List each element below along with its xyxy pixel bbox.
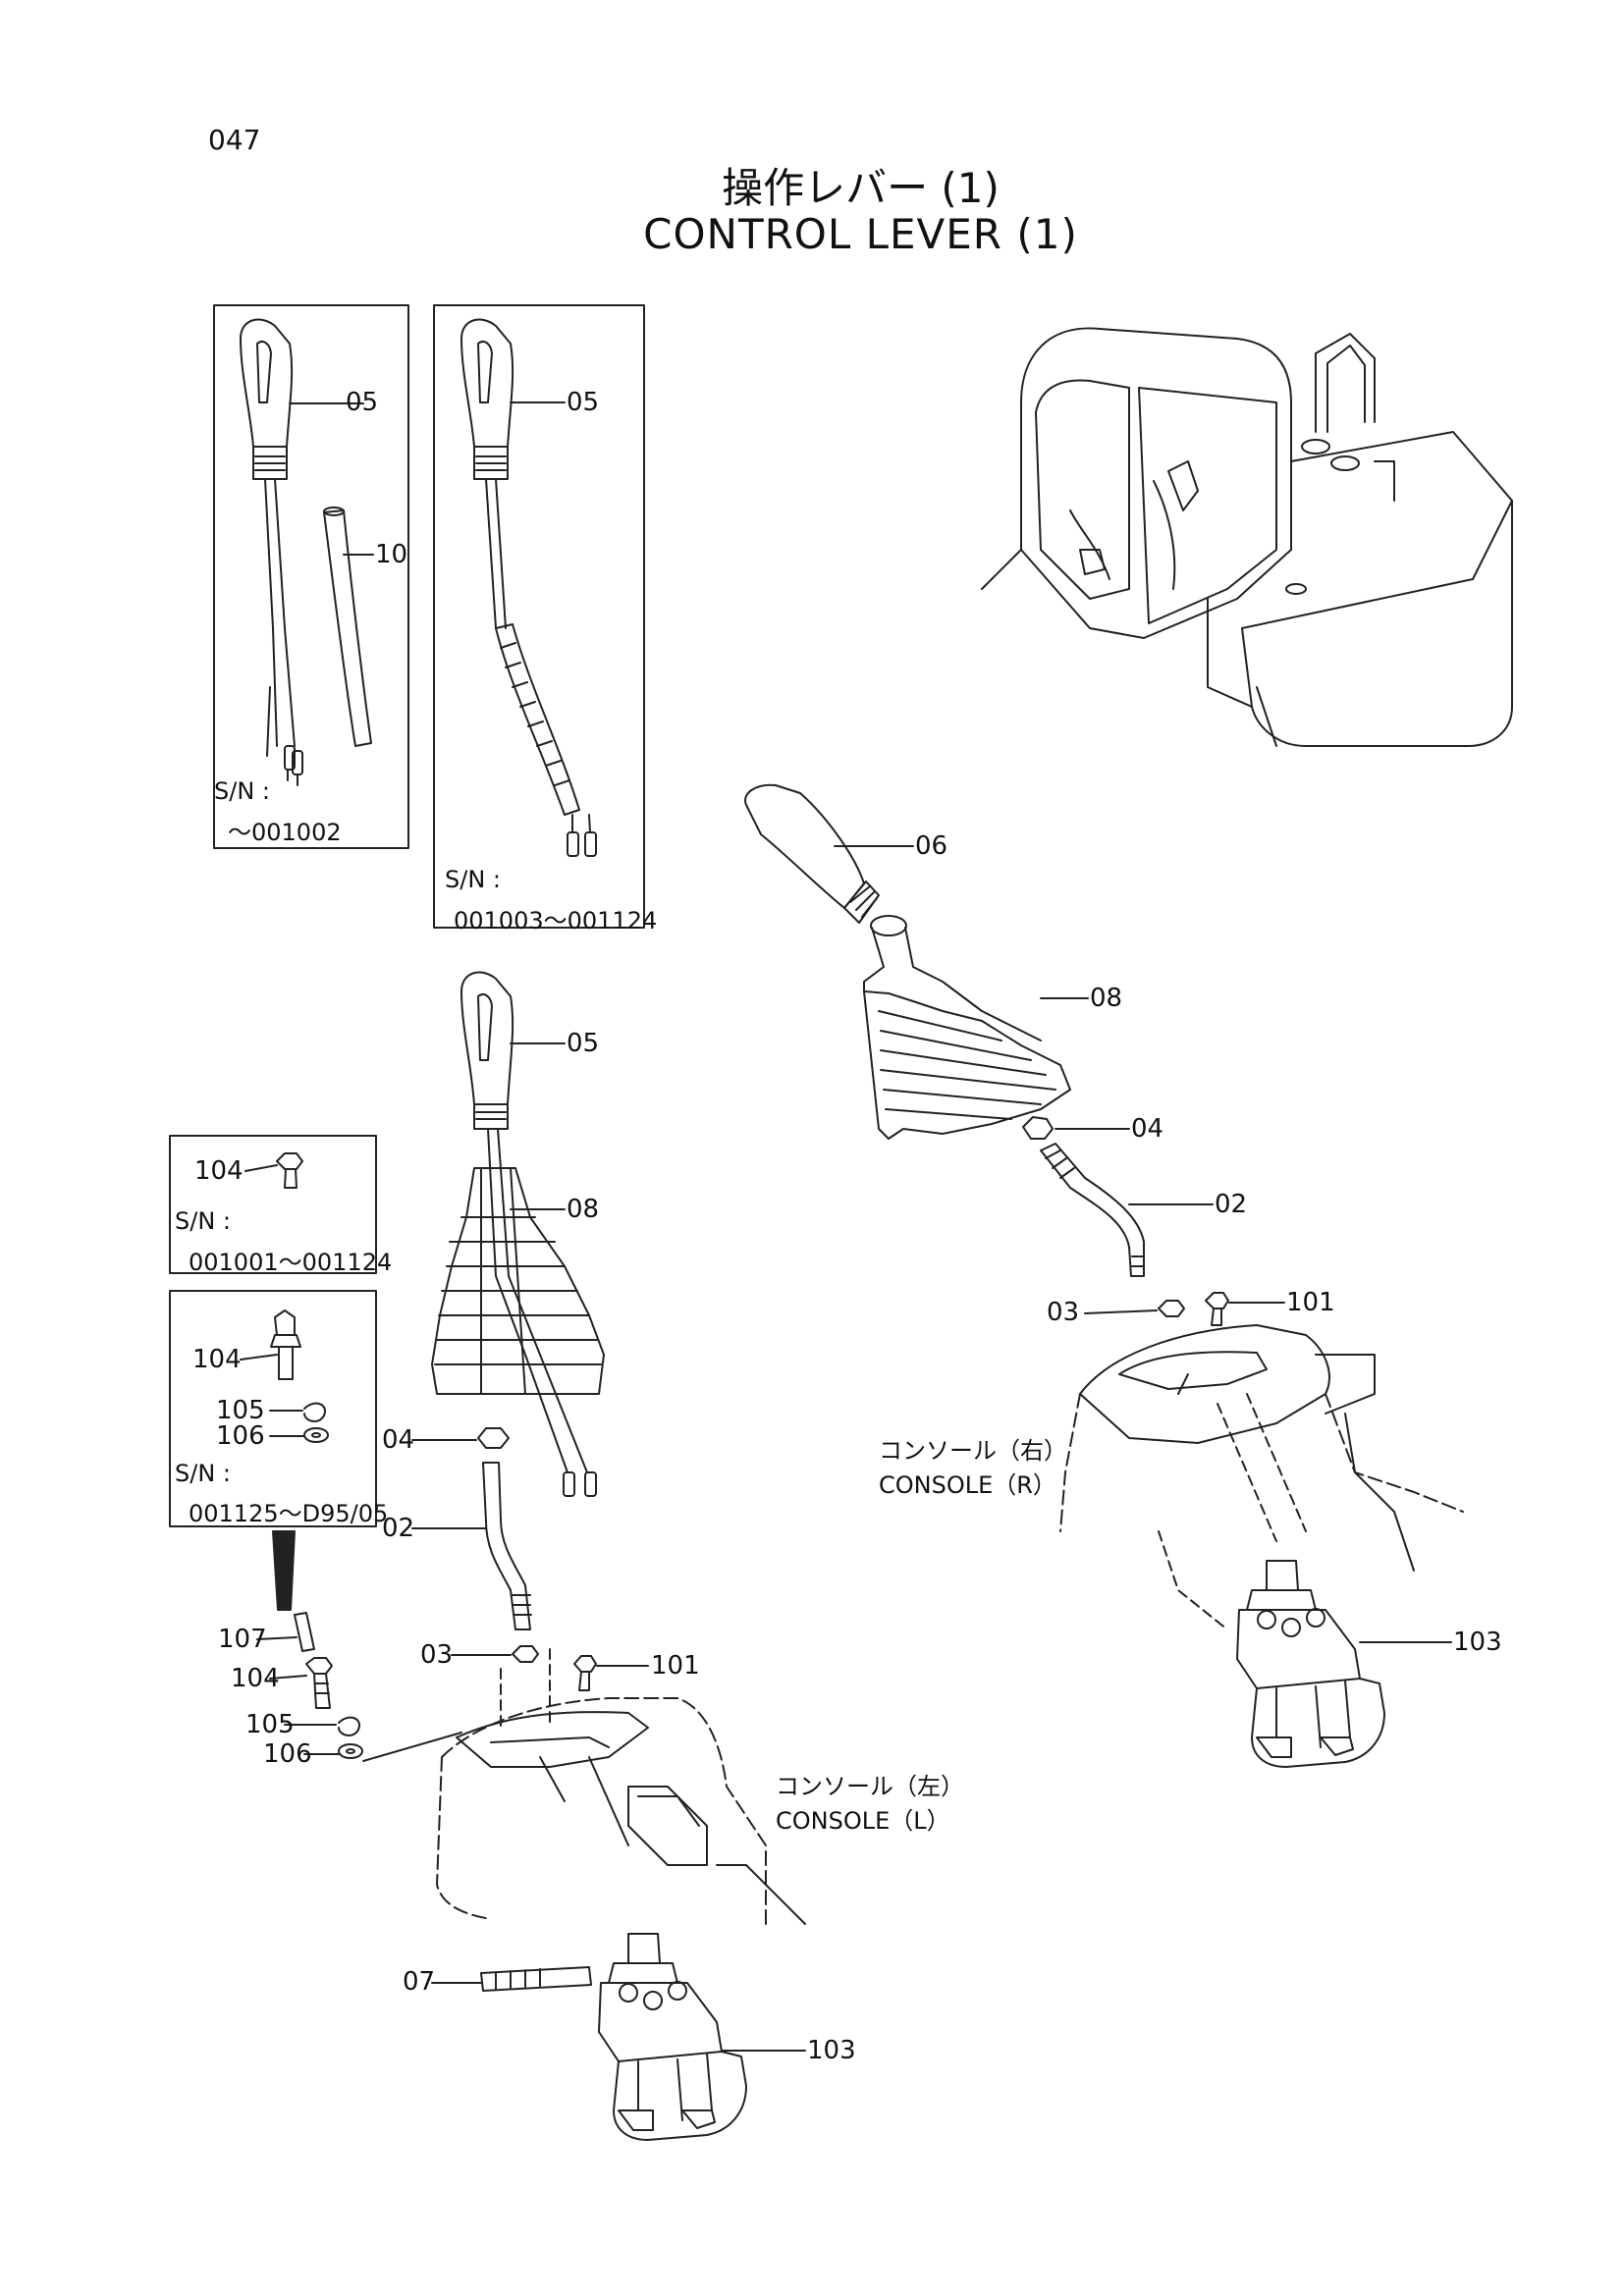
nut-03-right bbox=[1159, 1301, 1184, 1316]
part-label-03-left: 03 bbox=[420, 1640, 454, 1670]
part-label-05-box1: 05 bbox=[346, 388, 379, 417]
bolt-104-lower bbox=[306, 1658, 332, 1708]
grip-05-box2 bbox=[461, 320, 596, 856]
part-label-104-box3: 104 bbox=[194, 1156, 243, 1186]
rod-02-left bbox=[483, 1463, 531, 1629]
bolt-101-right bbox=[1206, 1293, 1228, 1325]
serial-range-box2: 001003～001124 bbox=[454, 907, 658, 934]
part-label-107: 107 bbox=[218, 1625, 267, 1654]
inset-box-4 bbox=[170, 1291, 376, 1526]
bolt-104-box4 bbox=[271, 1310, 300, 1379]
part-label-02-left: 02 bbox=[382, 1514, 415, 1543]
part-label-05-box2: 05 bbox=[567, 388, 600, 417]
inset-box-1 bbox=[214, 305, 408, 848]
part-label-02-right: 02 bbox=[1215, 1190, 1248, 1219]
grip-05-main bbox=[461, 973, 513, 1129]
serial-label-box1: S/N : bbox=[214, 777, 270, 805]
console-left-label-jp: コンソール（左） bbox=[776, 1773, 964, 1800]
page-title-english: CONTROL LEVER (1) bbox=[643, 210, 1078, 258]
serial-label-box3: S/N : bbox=[175, 1207, 231, 1235]
boot-08-right bbox=[864, 916, 1070, 1139]
nut-04-left bbox=[478, 1428, 509, 1448]
serial-range-box1: ～001002 bbox=[228, 819, 342, 846]
pin-107 bbox=[295, 1613, 314, 1651]
page-title-japanese: 操作レバー (1) bbox=[722, 164, 1000, 212]
nut-04-right bbox=[1023, 1117, 1053, 1139]
part-label-105-lower: 105 bbox=[245, 1710, 295, 1739]
part-label-08-right: 08 bbox=[1090, 984, 1123, 1013]
inset-box-2 bbox=[434, 305, 644, 928]
part-label-10: 10 bbox=[375, 540, 408, 569]
part-label-104-box4: 104 bbox=[192, 1345, 242, 1374]
console-right-label-en: CONSOLE（R） bbox=[879, 1471, 1056, 1499]
part-label-105-box4: 105 bbox=[216, 1396, 265, 1425]
part-label-07: 07 bbox=[403, 1967, 436, 1997]
console-left bbox=[437, 1649, 805, 1924]
washer-106-box4 bbox=[304, 1428, 328, 1442]
inset-box-3 bbox=[170, 1136, 376, 1273]
serial-label-box2: S/N : bbox=[445, 866, 501, 893]
washer-105-box4 bbox=[304, 1404, 325, 1421]
part-label-05-main: 05 bbox=[567, 1029, 600, 1058]
washer-106-lower bbox=[339, 1744, 362, 1758]
part-label-04-left: 04 bbox=[382, 1425, 415, 1455]
part-label-03-right: 03 bbox=[1047, 1298, 1080, 1327]
nut-03-left bbox=[513, 1646, 538, 1662]
part-label-103-right: 103 bbox=[1453, 1628, 1502, 1657]
part-label-104-lower: 104 bbox=[231, 1664, 280, 1693]
grip-05-box1 bbox=[241, 320, 302, 785]
serial-label-box4: S/N : bbox=[175, 1460, 231, 1487]
part-label-106-box4: 106 bbox=[216, 1421, 265, 1451]
console-left-label-en: CONSOLE（L） bbox=[776, 1807, 950, 1835]
console-right bbox=[1060, 1325, 1463, 1629]
boot-08-left bbox=[432, 1168, 604, 1394]
pilot-valve-103-left bbox=[599, 1934, 746, 2140]
part-label-08-left: 08 bbox=[567, 1195, 600, 1224]
lever-wires-left bbox=[488, 1129, 596, 1496]
rod-02-right bbox=[1041, 1144, 1144, 1276]
console-right-label-jp: コンソール（右） bbox=[879, 1437, 1067, 1465]
grip-06 bbox=[745, 785, 879, 923]
part-label-101-left: 101 bbox=[651, 1651, 700, 1681]
arrow-box4 bbox=[273, 1531, 295, 1610]
part-label-06: 06 bbox=[915, 831, 948, 861]
excavator-cab-illustration bbox=[982, 328, 1512, 746]
serial-range-box4: 001125～D95/05 bbox=[189, 1500, 389, 1527]
page-number: 047 bbox=[208, 124, 261, 156]
tube-10 bbox=[324, 507, 371, 746]
part-label-103-left: 103 bbox=[807, 2036, 856, 2065]
pilot-valve-103-right bbox=[1237, 1561, 1384, 1767]
bolt-104-box3 bbox=[277, 1153, 302, 1188]
part-label-106-lower: 106 bbox=[263, 1739, 312, 1769]
part-label-101-right: 101 bbox=[1286, 1288, 1335, 1317]
washer-105-lower bbox=[339, 1718, 359, 1735]
serial-range-box3: 001001～001124 bbox=[189, 1249, 393, 1276]
bolt-07 bbox=[481, 1967, 591, 1991]
part-label-04-right: 04 bbox=[1131, 1114, 1164, 1144]
bolt-101-left bbox=[574, 1656, 596, 1690]
